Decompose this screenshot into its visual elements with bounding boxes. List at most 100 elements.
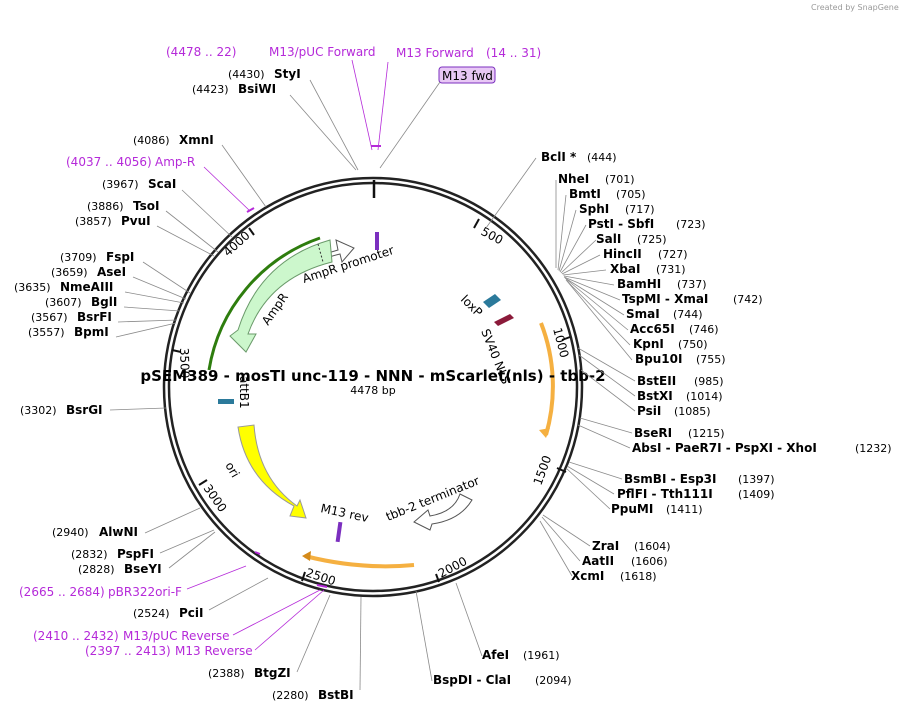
- label-m13-fwd: M13 fwd: [442, 69, 493, 83]
- primer-m13-reverse[interactable]: M13 Reverse: [175, 644, 253, 658]
- enzyme-xmni[interactable]: XmnI: [179, 133, 214, 147]
- m13-fwd-box[interactable]: [438, 66, 496, 84]
- enzyme-zrai[interactable]: ZraI: [592, 539, 619, 553]
- feature-arc-orange-bottom-head: [302, 551, 311, 561]
- enzyme-pvui[interactable]: PvuI: [121, 214, 151, 228]
- m13-fwd-marker: [375, 232, 379, 250]
- ampr-arrow[interactable]: [229, 239, 333, 353]
- tick-2000: 2000: [436, 554, 470, 581]
- enzyme-bgli[interactable]: BglI: [91, 295, 117, 309]
- enzyme-asei[interactable]: AseI: [97, 265, 126, 279]
- enzyme-kpni[interactable]: KpnI: [633, 337, 664, 351]
- enzyme-bstbi[interactable]: BstBI: [318, 688, 354, 702]
- enzyme-hincii[interactable]: HincII: [603, 247, 642, 261]
- enzyme-nmeaiii[interactable]: NmeAIII: [60, 280, 113, 294]
- enzyme-psii[interactable]: PsiI: [637, 404, 661, 418]
- enzyme-psti-sbfi[interactable]: PstI - SbfI: [588, 217, 654, 231]
- enzyme-nhei[interactable]: NheI: [558, 172, 589, 186]
- enzyme-aatii[interactable]: AatII: [582, 554, 614, 568]
- enzyme-sphi-pos: (717): [625, 203, 655, 216]
- plasmid-length: 4478 bp: [350, 384, 395, 397]
- enzyme-aatii-pos: (1606): [631, 555, 668, 568]
- enzyme-bcli[interactable]: BclI *: [541, 150, 577, 164]
- enzyme-bpu10i-pos: (755): [696, 353, 726, 366]
- loxp-marker: [483, 294, 501, 308]
- enzyme-afei[interactable]: AfeI: [482, 648, 509, 662]
- tick-4000: 4000: [221, 228, 253, 259]
- m13-rev-marker: [335, 521, 343, 543]
- enzyme-bpmi[interactable]: BpmI: [74, 325, 109, 339]
- enzyme-absi-xhoi-pos: (1232): [855, 442, 892, 455]
- left-enzymes: (4430) StyI (4423) BsiWI (4086) XmnI (39…: [14, 67, 354, 702]
- enzyme-bspdi-clai-pos: (2094): [535, 674, 572, 687]
- enzyme-pflfi-tth111i[interactable]: PflFI - Tth111I: [617, 487, 713, 501]
- enzyme-ppumi[interactable]: PpuMI: [611, 502, 653, 516]
- enzyme-tspmi-xmai[interactable]: TspMI - XmaI: [622, 292, 708, 306]
- enzyme-pspfi[interactable]: PspFI: [117, 547, 154, 561]
- enzyme-bseri[interactable]: BseRI: [634, 426, 672, 440]
- enzyme-acc65i[interactable]: Acc65I: [630, 322, 675, 336]
- enzyme-nmeaiii-pos: (3635): [14, 281, 51, 294]
- enzyme-pvui-pos: (3857): [75, 215, 112, 228]
- enzyme-bmti[interactable]: BmtI: [569, 187, 601, 201]
- enzyme-bsrfi[interactable]: BsrFI: [77, 310, 112, 324]
- primer-pbr322ori-f-range: (2665 .. 2684): [19, 585, 105, 599]
- enzyme-hincii-pos: (727): [658, 248, 688, 261]
- primer-pbr322ori-f[interactable]: pBR322ori-F: [108, 585, 182, 599]
- label-loxp: loxP: [458, 292, 485, 319]
- enzyme-bseyi-pos: (2828): [78, 563, 115, 576]
- label-m13-rev: M13 rev: [319, 501, 369, 525]
- tbb2-terminator-arrow[interactable]: [413, 493, 473, 531]
- enzyme-absi-xhoi[interactable]: AbsI - PaeR7I - PspXI - XhoI: [632, 441, 817, 455]
- primer-m13-forward[interactable]: M13 Forward: [396, 46, 474, 60]
- enzyme-bstxi[interactable]: BstXI: [637, 389, 673, 403]
- enzyme-bsrgi[interactable]: BsrGI: [66, 403, 103, 417]
- enzyme-tsoi[interactable]: TsoI: [133, 199, 159, 213]
- sv40-nls-marker: [494, 314, 514, 326]
- enzyme-scai[interactable]: ScaI: [148, 177, 176, 191]
- enzyme-bsrgi-pos: (3302): [20, 404, 57, 417]
- attb1-block: [218, 399, 234, 404]
- primers: (4478 .. 22) M13/pUC Forward M13 Forward…: [19, 45, 541, 658]
- plasmid-title: pSEM389 - mosTI unc-119 - NNN - mScarlet…: [140, 367, 605, 385]
- enzyme-xcmi[interactable]: XcmI: [571, 569, 604, 583]
- enzyme-bseyi[interactable]: BseYI: [124, 562, 162, 576]
- backbone-outer: [162, 176, 584, 598]
- enzyme-styi[interactable]: StyI: [274, 67, 301, 81]
- enzyme-bsteii[interactable]: BstEII: [637, 374, 676, 388]
- enzyme-bamhi-pos: (737): [677, 278, 707, 291]
- primer-m13-forward-range: (14 .. 31): [486, 46, 541, 60]
- enzyme-bmti-pos: (705): [616, 188, 646, 201]
- enzyme-afei-pos: (1961): [523, 649, 560, 662]
- enzyme-bpu10i[interactable]: Bpu10I: [635, 352, 682, 366]
- enzyme-bseri-pos: (1215): [688, 427, 725, 440]
- label-ori: ori: [222, 460, 242, 481]
- enzyme-asei-pos: (3659): [51, 266, 88, 279]
- enzyme-bspdi-clai[interactable]: BspDI - ClaI: [433, 673, 511, 687]
- enzyme-bsiwi[interactable]: BsiWI: [238, 82, 276, 96]
- enzyme-xbai[interactable]: XbaI: [610, 262, 640, 276]
- enzyme-btgzi[interactable]: BtgZI: [254, 666, 291, 680]
- enzyme-bsmbi-esp3i[interactable]: BsmBI - Esp3I: [624, 472, 716, 486]
- enzyme-pcii[interactable]: PciI: [179, 606, 204, 620]
- primer-m13-puc-reverse[interactable]: M13/pUC Reverse: [123, 629, 230, 643]
- feature-arc-orange-bottom: [304, 554, 415, 569]
- tick-3500: 3500: [177, 348, 192, 379]
- enzyme-pspfi-pos: (2832): [71, 548, 108, 561]
- enzyme-alwni[interactable]: AlwNI: [99, 525, 138, 539]
- enzyme-bsiwi-pos: (4423): [192, 83, 229, 96]
- label-attb1: attB1: [237, 376, 251, 409]
- ori-arrow[interactable]: [237, 424, 307, 519]
- enzyme-smai[interactable]: SmaI: [626, 307, 660, 321]
- enzyme-bamhi[interactable]: BamHI: [617, 277, 661, 291]
- primer-amp-r[interactable]: Amp-R: [155, 155, 195, 169]
- enzyme-sphi[interactable]: SphI: [579, 202, 609, 216]
- enzyme-bstxi-pos: (1014): [686, 390, 723, 403]
- enzyme-sali[interactable]: SalI: [596, 232, 621, 246]
- enzyme-xmni-pos: (4086): [133, 134, 170, 147]
- primer-m13-puc-forward[interactable]: M13/pUC Forward: [269, 45, 376, 59]
- enzyme-fspi[interactable]: FspI: [106, 250, 134, 264]
- enzyme-sali-pos: (725): [637, 233, 667, 246]
- enzyme-bstbi-pos: (2280): [272, 689, 309, 702]
